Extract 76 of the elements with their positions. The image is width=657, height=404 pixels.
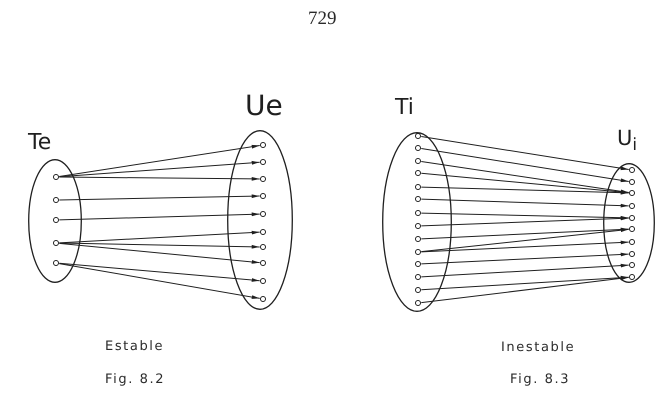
element-point — [260, 244, 266, 250]
element-point — [415, 236, 421, 242]
set-label: Ue — [245, 92, 283, 120]
arrow — [420, 276, 630, 304]
element-point — [629, 262, 635, 268]
arrow — [58, 212, 260, 220]
set-ellipse — [28, 132, 82, 283]
arrow — [58, 263, 260, 299]
set-ellipse — [382, 97, 452, 312]
element-point — [415, 133, 421, 139]
arrow — [420, 161, 630, 194]
element-point — [415, 184, 421, 190]
element-point — [260, 278, 266, 284]
arrow — [420, 228, 630, 240]
element-point — [415, 210, 421, 216]
set-label: Te — [28, 132, 52, 154]
element-point — [629, 251, 635, 257]
element-point — [629, 167, 635, 173]
element-point — [260, 211, 266, 217]
element-point — [260, 159, 266, 165]
element-point — [415, 300, 421, 306]
arrow — [420, 228, 630, 252]
arrow — [58, 160, 260, 178]
arrow — [420, 172, 630, 194]
element-point — [53, 174, 59, 180]
figure-number: Fig. 8.2 — [105, 372, 166, 388]
element-point — [260, 176, 266, 182]
arrow — [420, 148, 630, 182]
arrow — [58, 176, 260, 181]
element-point — [260, 142, 266, 148]
element-point — [415, 249, 421, 255]
element-point — [53, 217, 59, 223]
element-point — [260, 296, 266, 302]
arrow — [420, 198, 630, 208]
element-point — [53, 260, 59, 266]
arrow — [420, 264, 630, 278]
element-point — [629, 190, 635, 196]
arrow — [58, 242, 260, 264]
element-point — [629, 179, 635, 185]
set-label: Ti — [395, 97, 414, 119]
element-point — [260, 260, 266, 266]
element-point — [629, 226, 635, 232]
element-point — [415, 170, 421, 176]
set-ellipse — [603, 128, 655, 283]
figure-caption: Estable — [105, 339, 164, 355]
arrow — [420, 276, 630, 290]
element-point — [260, 229, 266, 235]
element-point — [629, 274, 635, 280]
arrow — [420, 240, 630, 252]
element-point — [415, 145, 421, 151]
element-point — [53, 197, 59, 203]
set-ellipse — [227, 92, 293, 310]
arrow — [58, 194, 260, 200]
arrow — [420, 252, 630, 264]
element-point — [415, 274, 421, 280]
element-point — [260, 193, 266, 199]
arrow — [58, 144, 260, 177]
arrow — [58, 230, 260, 244]
arrow — [420, 216, 630, 226]
element-point — [53, 240, 59, 246]
arrow — [420, 136, 630, 170]
element-point — [415, 261, 421, 267]
element-point — [415, 223, 421, 229]
set-label: U$_{i}$ — [617, 128, 638, 149]
arrow — [58, 242, 260, 249]
element-point — [629, 215, 635, 221]
element-point — [629, 203, 635, 209]
element-point — [415, 287, 421, 293]
figure-caption: Inestable — [501, 340, 576, 356]
element-point — [629, 239, 635, 245]
element-point — [415, 196, 421, 202]
element-point — [415, 158, 421, 164]
arrow — [420, 186, 630, 195]
arrow — [58, 262, 260, 282]
figure-number: Fig. 8.3 — [510, 372, 570, 388]
page-number: 729 — [308, 8, 336, 31]
